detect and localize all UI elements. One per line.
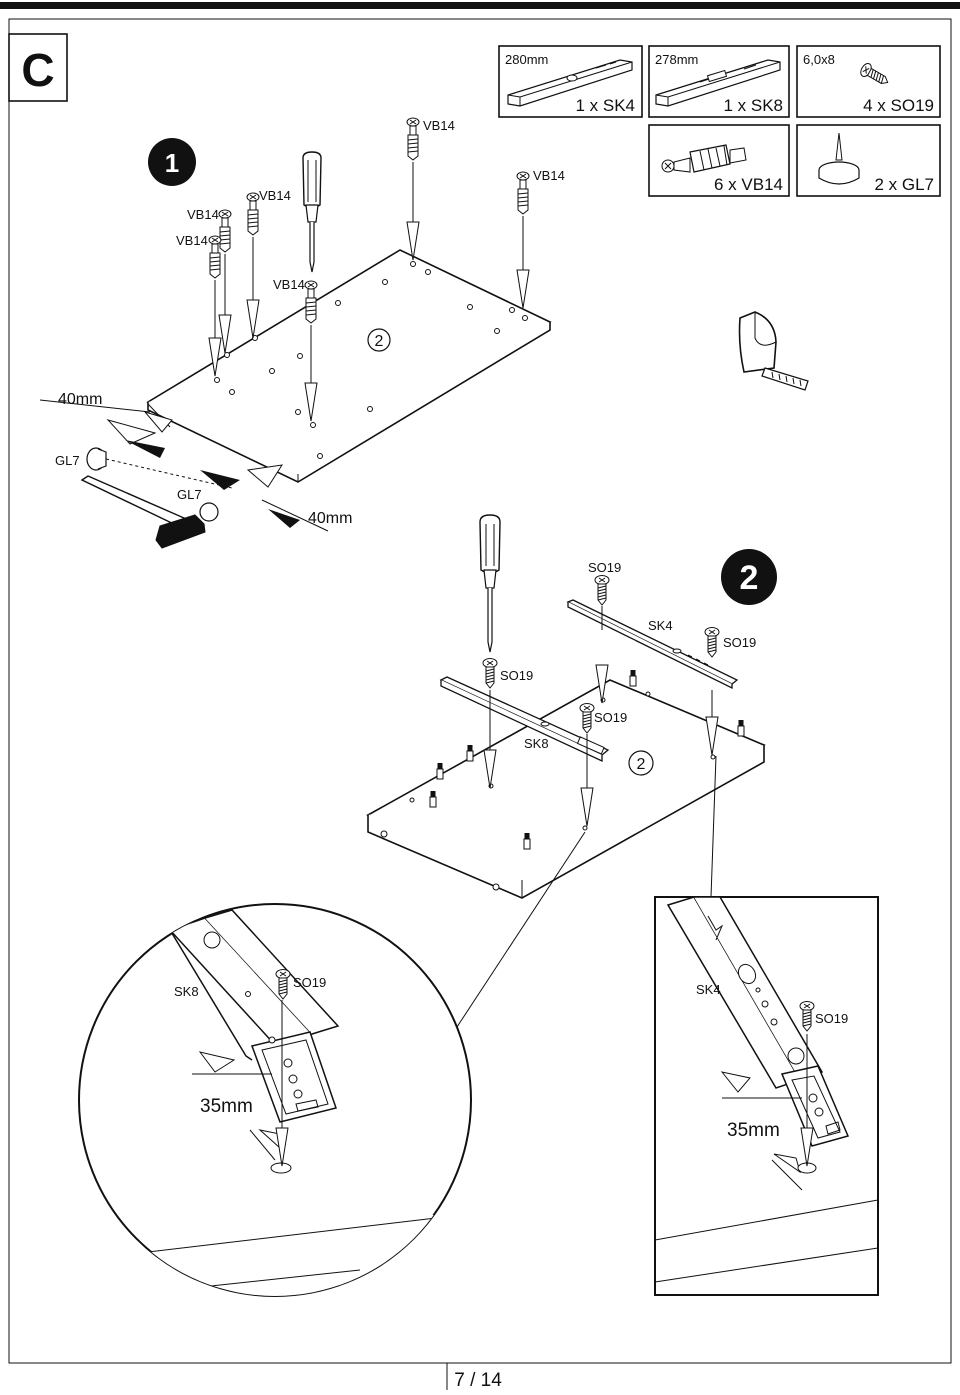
detail-left-rail-label: SK8	[174, 984, 199, 999]
gl7-quantity: 2 x GL7	[874, 175, 934, 194]
sk4-rail	[566, 599, 739, 690]
parts-table: 280mm 1 x SK4 278mm 1 x SK8 6,0x8 4 x SO…	[498, 45, 941, 197]
glide-icon	[86, 447, 233, 489]
leader-line	[454, 831, 586, 1031]
detail-right: SK4 SO19 35mm	[654, 896, 879, 1296]
detail-right-dimension: 35mm	[727, 1120, 780, 1141]
sk4-label: SK4	[648, 618, 673, 633]
rail-icon	[655, 59, 781, 107]
panel-step2: 2	[366, 679, 766, 899]
step-1-number: 1	[165, 148, 179, 178]
gl7-label: GL7	[55, 453, 80, 468]
vb14-bolts: VB14 VB14 VB14 VB14 VB14 VB14	[176, 117, 565, 422]
detail-left: SK8 SO19 35mm	[78, 903, 472, 1297]
measuring-tape-icon	[738, 311, 809, 391]
dimension-left: 40mm	[39, 391, 173, 445]
panel-number-badge	[367, 328, 391, 352]
panel-number: 2	[637, 756, 646, 773]
vb14-label: VB14	[533, 168, 565, 183]
page-number: 7 / 14	[454, 1370, 502, 1390]
vb14-label: VB14	[273, 277, 305, 292]
so19-label: SO19	[588, 560, 621, 575]
step-2-number: 2	[740, 559, 759, 597]
vb14-quantity: 6 x VB14	[714, 175, 783, 194]
sk4-quantity: 1 x SK4	[575, 96, 635, 115]
svg-text:40mm: 40mm	[58, 391, 102, 408]
arrow-icon	[125, 440, 165, 458]
vb14-label: VB14	[423, 118, 455, 133]
vb14-label: VB14	[176, 233, 208, 248]
detail-right-rail-label: SK4	[696, 982, 721, 997]
sk4-size: 280mm	[505, 52, 548, 67]
sk8-rail	[439, 676, 610, 763]
furniture-glide-icon	[818, 132, 860, 185]
detail-left-screw-label: SO19	[293, 975, 326, 990]
so19-screws: SO19 SO19 SO19 SO19	[482, 560, 756, 827]
panel-number: 2	[375, 333, 384, 350]
screwdriver-icon	[302, 151, 322, 273]
step-1-badge	[148, 138, 196, 186]
gl7-label: GL7	[177, 487, 202, 502]
so19-quantity: 4 x SO19	[863, 96, 934, 115]
leader-line	[710, 755, 717, 898]
so19-label: SO19	[723, 635, 756, 650]
page-frame	[8, 18, 952, 1364]
so19-label: SO19	[594, 710, 627, 725]
top-border-bar	[0, 2, 960, 9]
arrow-icon	[200, 470, 240, 490]
step-2-badge	[721, 549, 777, 605]
sk8-size: 278mm	[655, 52, 698, 67]
detail-left-dimension: 35mm	[200, 1096, 253, 1117]
vb14-label: VB14	[259, 188, 291, 203]
so19-label: SO19	[500, 668, 533, 683]
section-letter: C	[21, 44, 54, 96]
sk8-label: SK8	[524, 736, 549, 751]
hammer-icon	[80, 475, 219, 549]
detail-right-screw-label: SO19	[815, 1011, 848, 1026]
dimension-right: 40mm	[261, 499, 352, 532]
svg-text:40mm: 40mm	[308, 510, 352, 527]
panel-number-badge	[628, 750, 654, 776]
so19-size: 6,0x8	[803, 52, 835, 67]
screwdriver-icon	[479, 514, 501, 653]
arrow-icon	[246, 464, 284, 488]
rail-icon	[507, 59, 633, 107]
connector-bolt-icon	[661, 144, 747, 173]
panel-step1: 2	[146, 249, 552, 483]
section-letter-box	[8, 33, 68, 102]
sk8-quantity: 1 x SK8	[723, 96, 783, 115]
vb14-label: VB14	[187, 207, 219, 222]
